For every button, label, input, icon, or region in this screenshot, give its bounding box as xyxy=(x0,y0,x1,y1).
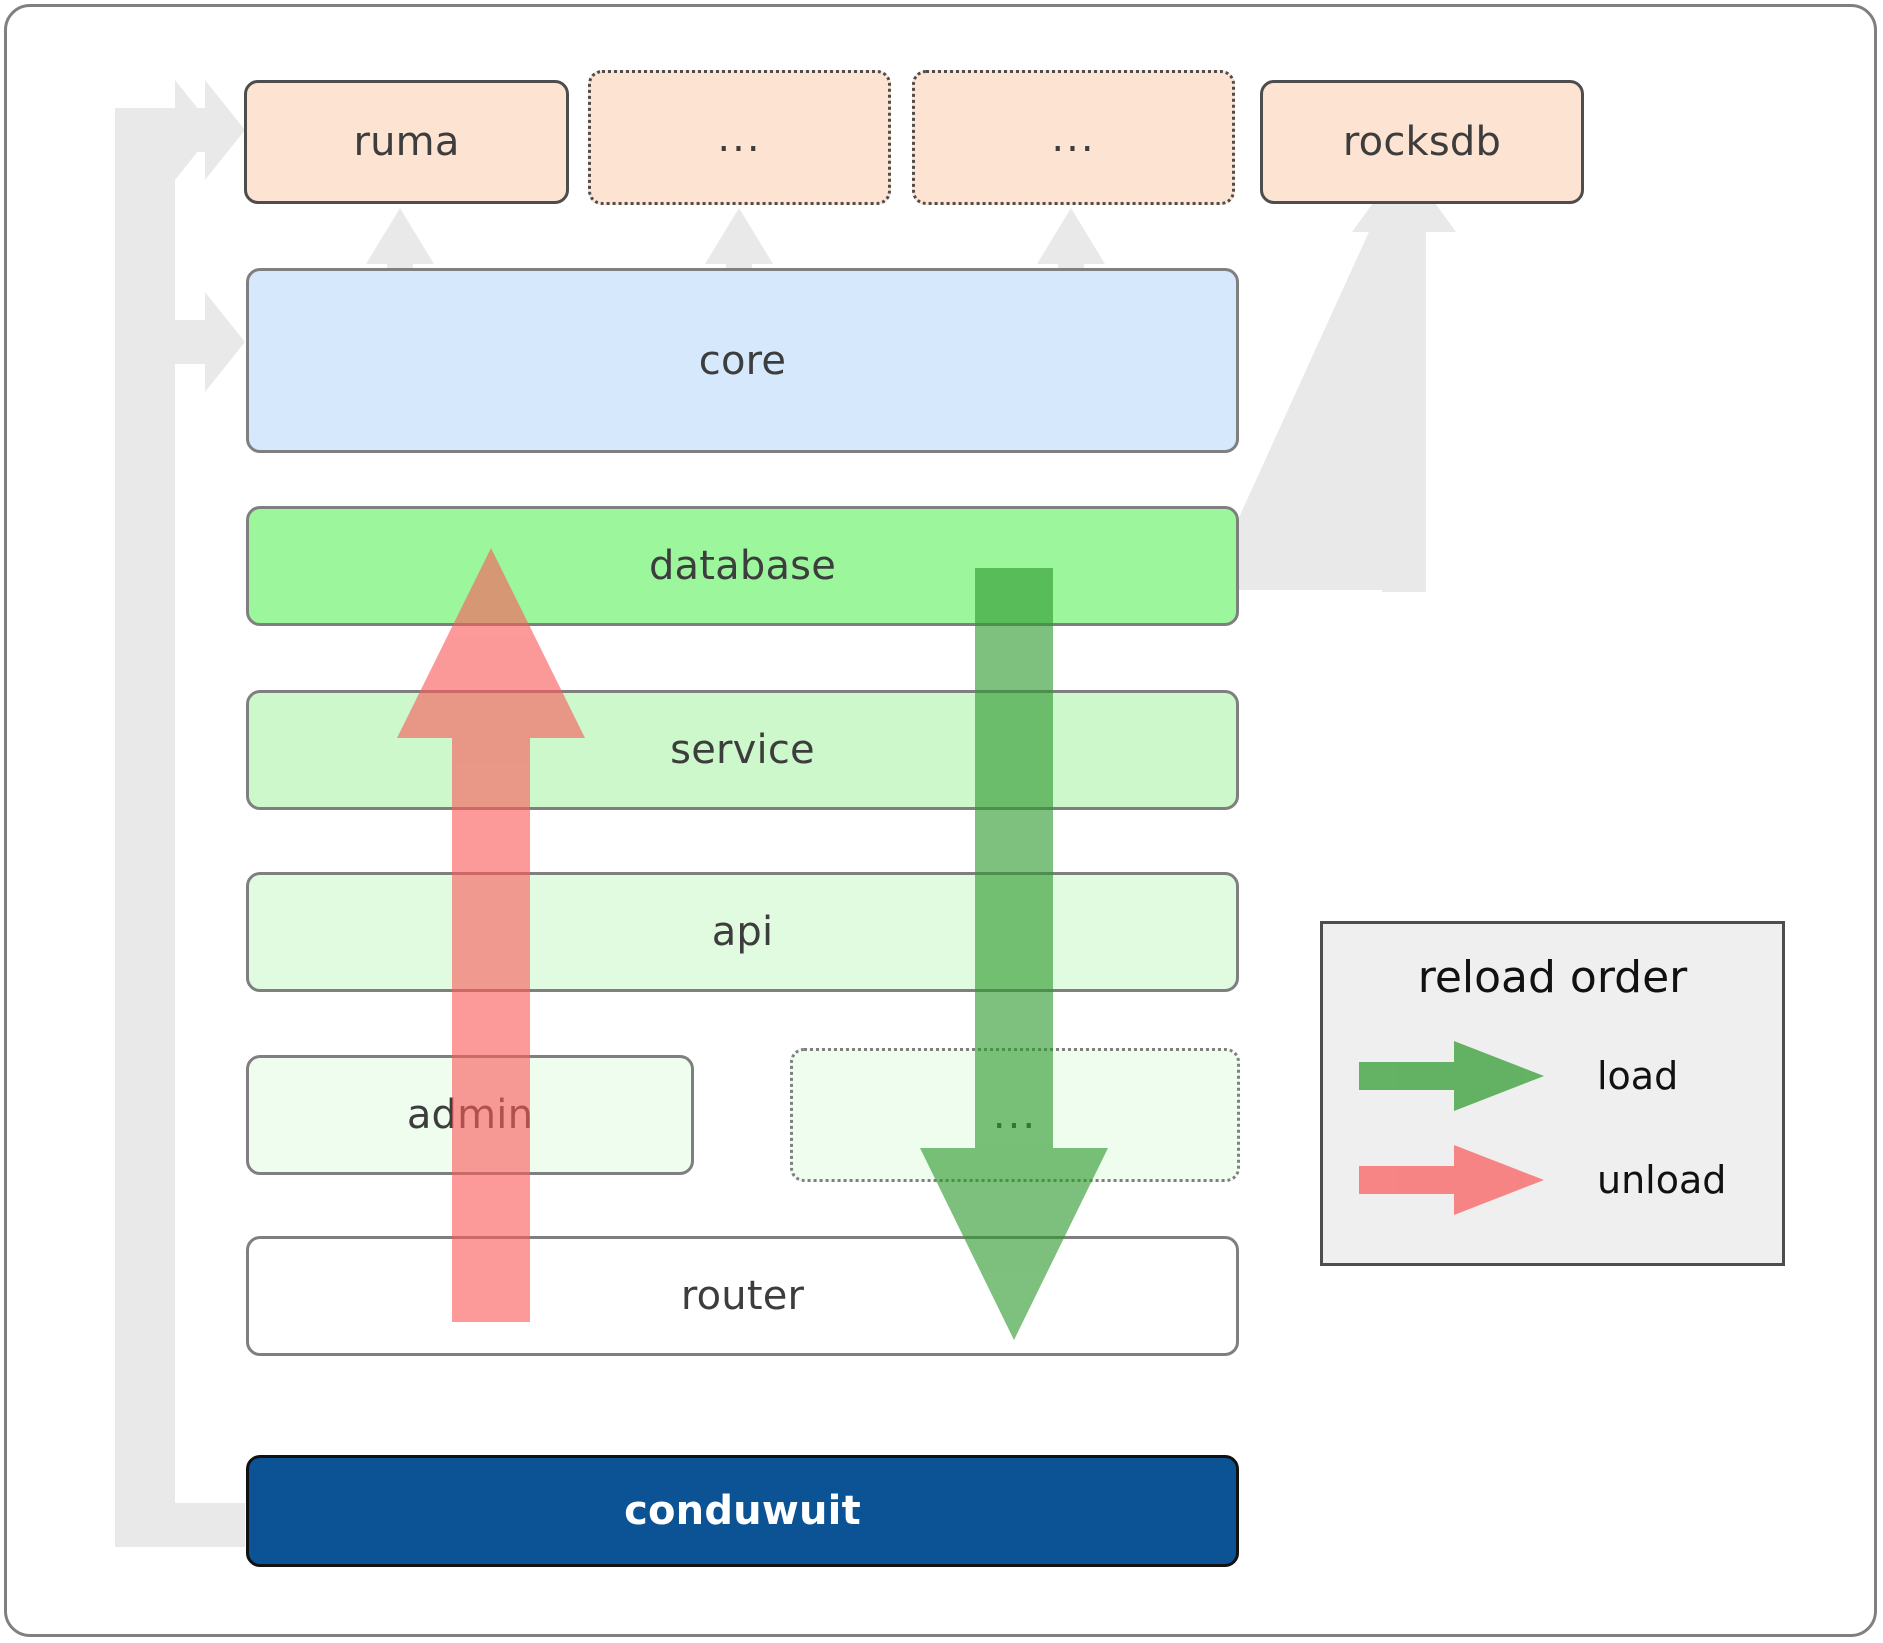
node-service-label: service xyxy=(670,727,815,773)
node-router-label: router xyxy=(680,1273,805,1319)
node-rocksdb-label: rocksdb xyxy=(1342,119,1502,165)
legend-reload-order: reload order load unload xyxy=(1320,921,1785,1266)
legend-unload-arrow-icon xyxy=(1359,1145,1544,1215)
node-conduwuit-label: conduwuit xyxy=(624,1488,861,1534)
node-top-ellipsis-2[interactable]: ... xyxy=(912,70,1235,205)
diagram-frame xyxy=(4,4,1877,1637)
node-top-ellipsis-2-label: ... xyxy=(1051,114,1096,161)
node-layer-ellipsis-label: ... xyxy=(992,1092,1038,1138)
node-api[interactable]: api xyxy=(246,872,1239,992)
legend-load-label: load xyxy=(1597,1054,1679,1098)
node-core[interactable]: core xyxy=(246,268,1239,453)
node-admin[interactable]: admin xyxy=(246,1055,694,1175)
legend-item-unload: unload xyxy=(1359,1140,1759,1220)
legend-title: reload order xyxy=(1417,952,1688,1003)
legend-item-load: load xyxy=(1359,1036,1759,1116)
node-core-label: core xyxy=(698,337,787,384)
node-ruma-label: ruma xyxy=(353,119,460,165)
node-ruma[interactable]: ruma xyxy=(244,80,569,204)
node-top-ellipsis-1-label: ... xyxy=(717,114,762,161)
node-conduwuit[interactable]: conduwuit xyxy=(246,1455,1239,1567)
node-api-label: api xyxy=(711,909,774,955)
node-admin-label: admin xyxy=(406,1092,534,1138)
node-database-label: database xyxy=(648,543,837,589)
node-layer-ellipsis[interactable]: ... xyxy=(790,1048,1240,1182)
node-database[interactable]: database xyxy=(246,506,1239,626)
legend-load-arrow-icon xyxy=(1359,1041,1544,1111)
node-rocksdb[interactable]: rocksdb xyxy=(1260,80,1584,204)
node-service[interactable]: service xyxy=(246,690,1239,810)
legend-unload-label: unload xyxy=(1597,1158,1727,1202)
node-top-ellipsis-1[interactable]: ... xyxy=(588,70,891,205)
node-router[interactable]: router xyxy=(246,1236,1239,1356)
